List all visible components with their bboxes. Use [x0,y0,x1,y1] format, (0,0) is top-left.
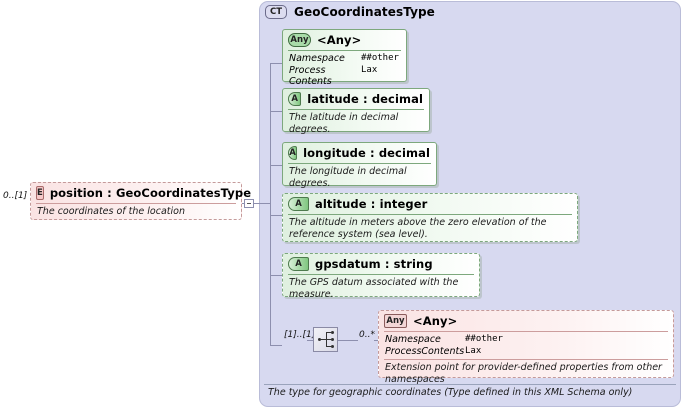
complex-type-name: GeoCoordinatesType [294,5,435,19]
connector-branch-longitude [270,165,282,166]
element-header: E position : GeoCoordinatesType [31,183,251,203]
property-value: ##other [465,334,503,344]
any-icon: Any [384,314,407,328]
attribute-gpsdatum-box[interactable]: A gpsdatum : string The GPS datum associ… [282,253,480,300]
element-position-box[interactable]: E position : GeoCoordinatesType The coor… [30,182,251,220]
attribute-longitude-box[interactable]: A longitude : decimal The longitude in d… [282,142,437,189]
connector-line [374,340,379,341]
divider [288,214,572,215]
element-name: position : GeoCoordinatesType [49,186,252,200]
property-value: Lax [361,64,378,75]
attribute-description: The latitude in decimal degrees. [289,112,399,135]
any-attribute-name: <Any> [317,33,362,47]
expand-collapse-toggle[interactable] [244,199,254,208]
property-key: Process Contents [289,64,332,88]
property-row: ProcessContents Lax [385,346,667,358]
attribute-name: altitude : integer [315,197,428,211]
sequence-left-cardinality: [1]..[1] [284,330,316,340]
extension-any-description: Extension point for provider-defined pro… [385,362,662,385]
any-attribute-properties: Namespace ##other Process Contents Lax [283,51,406,90]
connector-trunk [270,63,271,345]
connector-line [338,340,358,341]
attribute-header: A altitude : integer [283,194,577,214]
any-attribute-header: Any <Any> [283,30,406,50]
connector-line [242,203,245,204]
sequence-dot [331,338,334,341]
sequence-line [327,332,331,333]
complex-type-footer-text: The type for geographic coordinates (Typ… [268,387,633,398]
extension-any-header: Any <Any> [379,311,673,331]
property-row: Namespace ##other [385,334,667,346]
attribute-header: A latitude : decimal [283,89,429,109]
property-value: Lax [465,345,482,356]
attribute-altitude-box[interactable]: A altitude : integer The altitude in met… [282,193,578,242]
sequence-line [327,339,331,340]
attribute-description: The altitude in meters above the zero el… [289,217,547,240]
complex-type-title: CT GeoCoordinatesType [265,5,435,19]
property-row: Process Contents Lax [289,65,400,88]
sequence-right-cardinality: 0..* [359,330,375,340]
divider [288,50,401,51]
attribute-latitude-box[interactable]: A latitude : decimal The latitude in dec… [282,88,430,135]
extension-any-name: <Any> [413,314,458,328]
sequence-line [326,332,327,347]
property-key: ProcessContents [385,345,465,357]
sequence-line [321,339,326,340]
attribute-icon: A [288,257,309,271]
ct-icon: CT [265,5,287,19]
divider [384,359,668,360]
any-attribute-box[interactable]: Any <Any> Namespace ##other Process Cont… [282,29,407,87]
element-icon: E [36,186,44,200]
attribute-name: longitude : decimal [303,146,430,160]
attribute-name: gpsdatum : string [315,257,433,271]
complex-type-footer: The type for geographic coordinates (Typ… [262,384,678,406]
attribute-icon: A [288,197,309,211]
attribute-name: latitude : decimal [307,92,423,106]
sequence-dot [331,345,334,348]
connector-line [307,340,313,341]
connector-branch-latitude [270,111,282,112]
divider [288,163,431,164]
extension-any-properties: Namespace ##other ProcessContents Lax [379,332,673,359]
attribute-header: A longitude : decimal [283,143,436,163]
connector-branch-any [270,63,282,64]
attribute-description: The GPS datum associated with the measur… [289,277,459,300]
sequence-dot [318,338,321,341]
sequence-icon[interactable] [313,327,338,352]
property-key: Namespace [385,334,441,345]
attribute-icon: A [288,92,302,106]
divider [384,331,668,332]
connector-line [254,203,270,204]
property-key: Namespace [289,53,345,64]
connector-branch-gpsdatum [270,275,282,276]
property-row: Namespace ##other [289,53,400,65]
sequence-dot [331,331,334,334]
property-value: ##other [361,53,399,63]
connector-branch-sequence [270,345,282,346]
attribute-icon: A [288,146,298,160]
connector-branch-altitude [270,215,282,216]
divider [264,384,676,385]
extension-any-box[interactable]: Any <Any> Namespace ##other ProcessConte… [378,310,674,385]
divider [36,203,236,204]
attribute-header: A gpsdatum : string [283,254,479,274]
element-cardinality: 0..[1] [3,191,28,201]
attribute-description: The longitude in decimal degrees. [289,166,407,189]
divider [288,274,474,275]
element-description: The coordinates of the location [37,206,185,217]
sequence-line [327,346,331,347]
divider [288,109,424,110]
any-icon: Any [288,33,311,47]
